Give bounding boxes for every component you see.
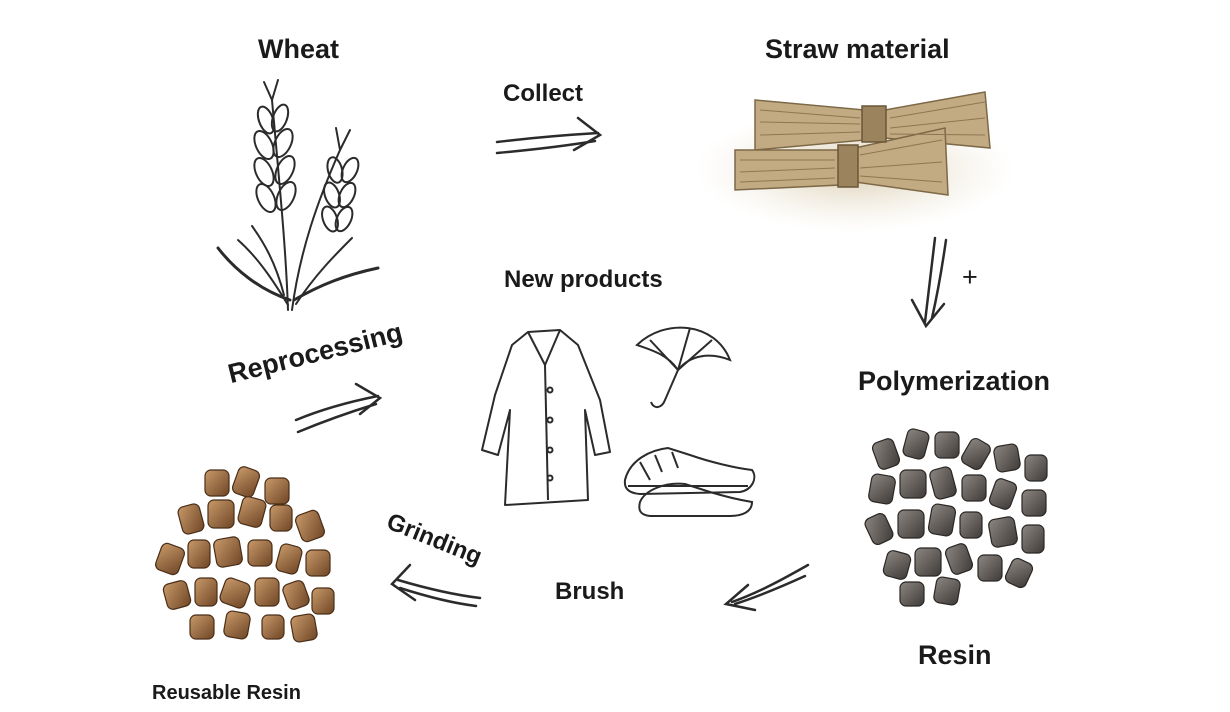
resin-pellets-icon [864,428,1048,607]
arrow-grinding [390,563,482,608]
plus-sign: + [962,262,978,292]
collect-label: Collect [503,80,584,107]
arrow-brush [723,563,810,612]
arrow-reprocessing [294,382,383,434]
straw-material-label: Straw material [765,34,950,64]
reusable-resin-pellets-icon [155,466,335,643]
wheat-label: Wheat [258,34,339,64]
polymerization-label: Polymerization [858,366,1051,396]
straw-bundle-icon [695,91,1015,232]
umbrella-icon [635,326,732,408]
brush-label: Brush [555,578,625,605]
resin-label: Resin [918,640,992,670]
raincoat-icon [481,329,611,506]
wheat-icon [216,79,380,311]
arrow-polymerization [910,236,948,329]
arrow-collect [495,116,603,155]
sneakers-icon [623,446,756,517]
new-products-label: New products [504,266,663,293]
reusable-resin-label: Reusable Resin [152,682,301,704]
